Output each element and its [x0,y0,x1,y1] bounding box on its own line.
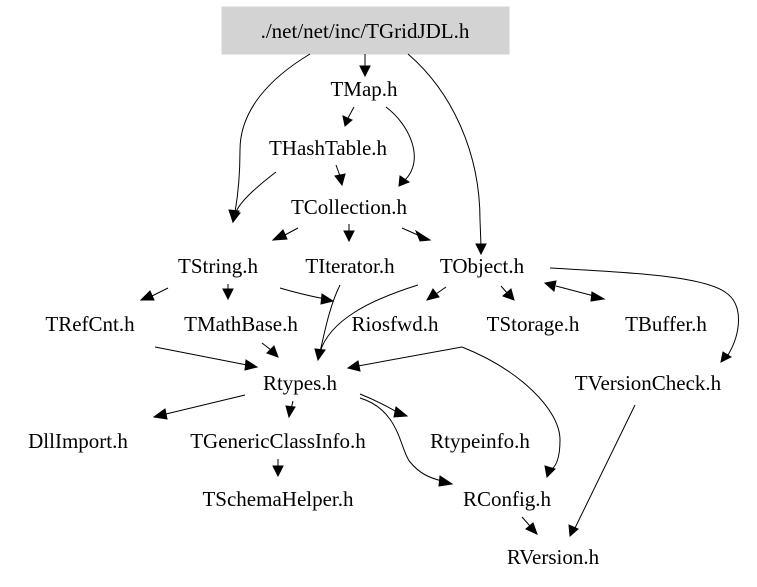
edge-tcollection-tobject-arrowhead [414,229,432,242]
edge-tmap-thashtable [347,106,355,119]
edge-tmap-tcollection-arrowhead [398,175,411,187]
node-rversion[interactable]: RVersion.h [507,545,600,569]
node-tbuffer[interactable]: TBuffer.h [625,312,707,336]
edge-tversioncheck-rversion [574,404,636,529]
edge-trefcnt-rtypes [154,346,248,366]
edge-root-tobject-arrowhead [475,243,487,256]
edge-tstorage-rconfig-arrowhead [544,465,556,479]
edge-tobject-tbuffer-arrowhead-end [590,291,606,302]
edge-titerator-rtypes [319,284,341,353]
edge-tcollection-titerator-arrowhead [343,230,355,243]
edge-tobject-tbuffer-arrowhead-start [543,280,557,292]
edge-rtypes-dllimport [165,394,246,415]
edge-tobject-riosfwd-arrowhead [426,288,440,301]
edge-tobject-tstorage-arrowhead [502,288,515,301]
node-rtypeinfo[interactable]: Rtypeinfo.h [430,429,530,453]
node-tschemahelper[interactable]: TSchemaHelper.h [202,487,354,511]
edge-tversioncheck-rversion-arrowhead [568,524,579,538]
node-rtypes[interactable]: Rtypes.h [263,371,338,395]
node-root[interactable]: ./net/net/inc/TGridJDL.h [221,6,510,55]
edge-tstring-riosfwd [279,287,326,300]
node-tstorage[interactable]: TStorage.h [487,312,580,336]
edge-rtypes-rconfig-arrowhead [438,475,454,487]
edge-tmap-tcollection [385,106,415,181]
edge-tstring-tmathbase-arrowhead [222,288,234,301]
edge-tmathbase-rtypes-arrowhead [266,345,279,358]
node-tstring[interactable]: TString.h [178,254,258,278]
edge-tgenericclassinfo-tschemahelper-arrowhead [272,465,284,478]
edge-trefcnt-rtypes-arrowhead [244,359,259,371]
edge-tstorage-rconfig [461,346,561,471]
node-tobject[interactable]: TObject.h [440,254,525,278]
edge-rtypes-tgenericclassinfo-arrowhead [285,405,296,419]
node-dllimport[interactable]: DllImport.h [28,429,128,453]
edges [139,53,739,538]
root-node-label: ./net/net/inc/TGridJDL.h [261,19,470,43]
node-riosfwd[interactable]: Riosfwd.h [352,312,439,336]
edge-rconfig-rversion [521,516,531,527]
edge-thashtable-tcollection-arrowhead [334,173,346,187]
edge-rtypes-dllimport-arrowhead [152,408,168,420]
edge-rtypes-rtypeinfo [359,393,398,413]
node-titerator[interactable]: TIterator.h [305,254,395,278]
node-rconfig[interactable]: RConfig.h [463,487,552,511]
edge-tcollection-tstring-arrowhead [271,229,288,241]
edge-thashtable-tstring-arrowhead [229,210,241,224]
edge-tstring-trefcnt [151,287,169,297]
edge-rtypes-rtypeinfo-arrowhead [393,406,409,418]
node-tcollection[interactable]: TCollection.h [291,195,408,219]
edge-root-tmap-arrowhead [359,65,371,78]
edge-tobject-riosfwd [435,286,447,295]
edge-rconfig-rversion-arrowhead [525,522,538,535]
node-tversioncheck[interactable]: TVersionCheck.h [575,371,722,395]
edge-tobject-rtypes [319,284,419,353]
root-node-box [221,6,510,55]
edge-tmap-thashtable-arrowhead [342,115,353,127]
node-trefcnt[interactable]: TRefCnt.h [45,312,135,336]
edge-thashtable-tcollection [335,164,341,177]
edge-tstring-trefcnt-arrowhead [139,290,155,301]
node-tgenericclassinfo[interactable]: TGenericClassInfo.h [190,429,366,453]
edge-thashtable-tstring [235,171,277,213]
edge-tstorage-rtypes-arrowhead [346,360,361,372]
node-thashtable[interactable]: THashTable.h [269,136,388,160]
edge-tstring-riosfwd-arrowhead [320,293,335,305]
node-tmap[interactable]: TMap.h [330,77,398,101]
edge-tobject-tversioncheck [549,267,739,356]
edge-root-tstring [234,53,311,213]
node-tmathbase[interactable]: TMathBase.h [184,312,298,336]
edge-titerator-rtypes-arrowhead [314,348,326,362]
edge-rtypes-rconfig [359,397,443,482]
edge-tstorage-rtypes [357,346,463,367]
edge-tobject-tbuffer [555,285,595,297]
edge-tmathbase-rtypes [261,342,272,351]
edge-root-tobject [407,53,482,247]
edge-tobject-tversioncheck-arrowhead [720,351,733,363]
